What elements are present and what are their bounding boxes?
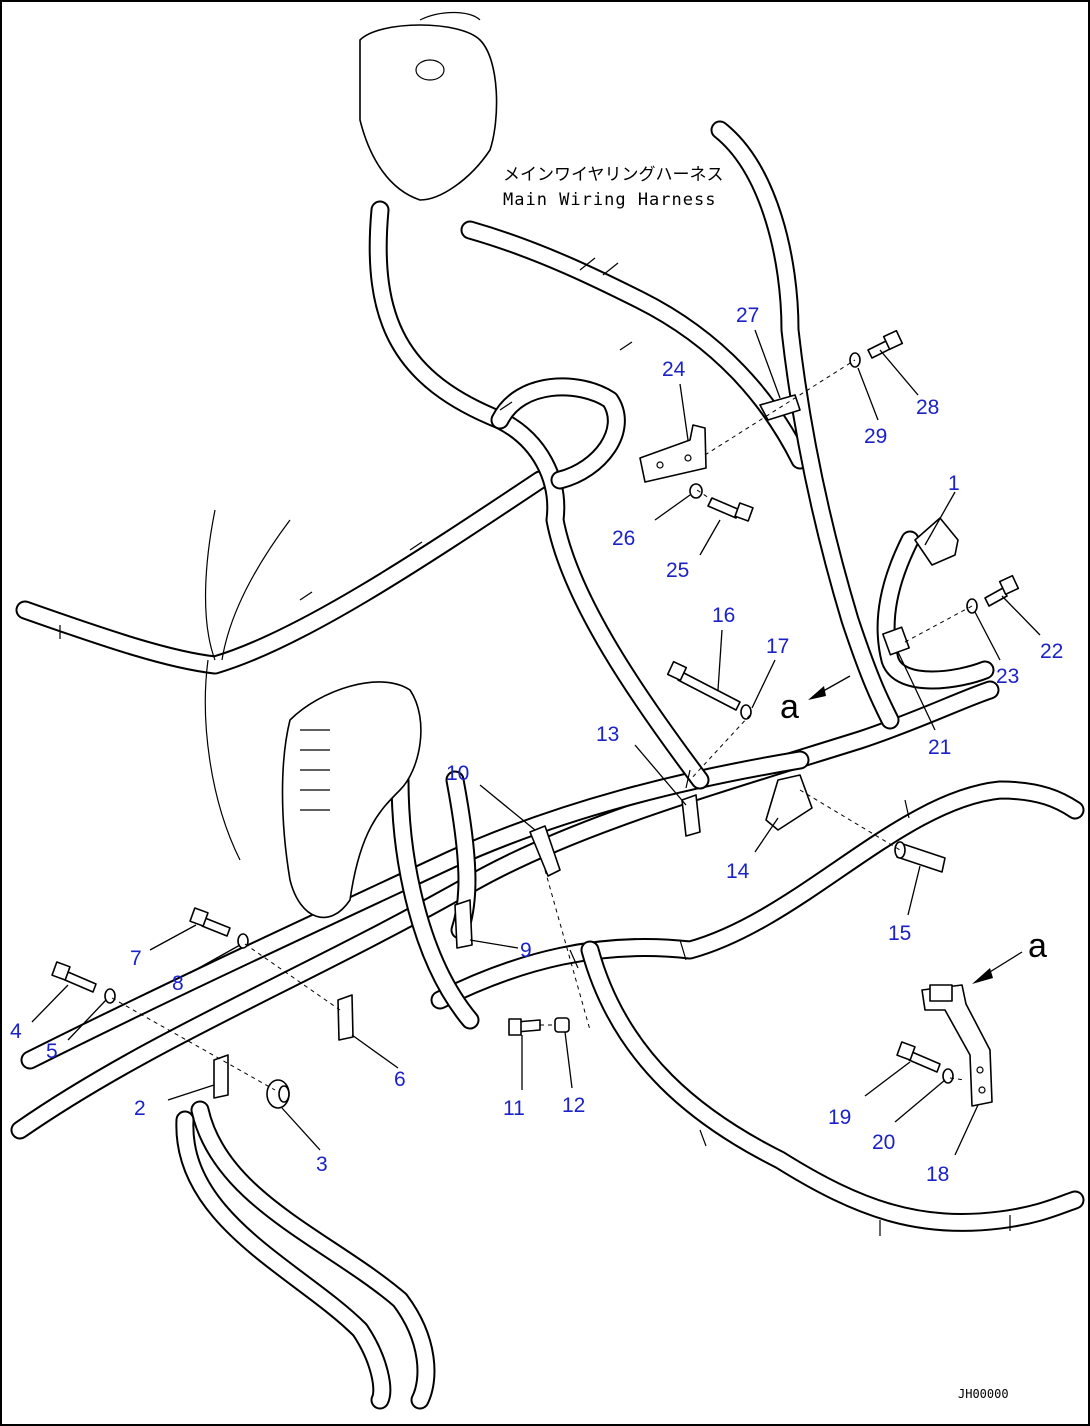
washer-23 — [966, 598, 978, 614]
view-ref-arrows — [808, 675, 1023, 984]
view-ref-a-upper: a — [780, 688, 799, 726]
bolt-19 — [908, 1051, 941, 1073]
clip-2 — [213, 1054, 229, 1099]
clamp-14 — [765, 774, 813, 831]
callout-27: 27 — [736, 304, 759, 327]
callout-8: 8 — [172, 972, 184, 995]
bolt-25 — [707, 497, 741, 519]
callout-18: 18 — [926, 1163, 949, 1186]
view-ref-a-lower: a — [1028, 927, 1047, 965]
parts — [51, 329, 1020, 1109]
callout-26: 26 — [612, 527, 635, 550]
callout-21: 21 — [928, 736, 951, 759]
harness-label: メインワイヤリングハーネス Main Wiring Harness — [503, 165, 724, 210]
bolt-16 — [677, 671, 741, 711]
callout-15: 15 — [888, 922, 911, 945]
bracket-18 — [921, 984, 993, 1107]
callout-23: 23 — [996, 665, 1019, 688]
callout-13: 13 — [596, 723, 619, 746]
leader-lines — [31, 329, 1041, 1156]
bolt-7 — [201, 917, 231, 937]
callout-6: 6 — [394, 1068, 406, 1091]
callout-20: 20 — [872, 1131, 895, 1154]
callouts: 1 2 3 4 5 6 7 8 9 10 11 12 13 14 15 16 1… — [10, 304, 1063, 1186]
nut-12 — [554, 1017, 570, 1033]
washer-26 — [689, 483, 703, 499]
callout-28: 28 — [916, 396, 939, 419]
harness-label-en: Main Wiring Harness — [503, 190, 716, 210]
clip-6 — [337, 994, 354, 1041]
callout-11: 11 — [503, 1097, 525, 1120]
callout-22: 22 — [1040, 640, 1063, 663]
callout-1: 1 — [948, 472, 960, 495]
clip-10 — [529, 825, 561, 877]
callout-10: 10 — [446, 762, 469, 785]
harness-label-jp: メインワイヤリングハーネス — [503, 165, 724, 185]
top-connector — [359, 24, 498, 201]
clip-9 — [454, 899, 473, 949]
drawing-code: JH00000 — [958, 1387, 1009, 1401]
callout-9: 9 — [520, 939, 532, 962]
clamp-1 — [914, 517, 959, 566]
bolt-22 — [984, 587, 1008, 607]
callout-17: 17 — [766, 635, 789, 658]
bolt-4 — [64, 971, 97, 993]
callout-3: 3 — [316, 1153, 328, 1176]
callout-25: 25 — [666, 559, 689, 582]
callout-2: 2 — [134, 1097, 146, 1120]
callout-5: 5 — [46, 1040, 58, 1063]
callout-7: 7 — [130, 947, 142, 970]
bracket-24 — [639, 424, 707, 483]
callout-12: 12 — [562, 1094, 585, 1117]
washer-20 — [942, 1068, 954, 1084]
washer-5 — [104, 988, 116, 1004]
callout-19: 19 — [828, 1106, 851, 1129]
callout-29: 29 — [864, 425, 887, 448]
connector-block — [281, 681, 422, 919]
callout-14: 14 — [726, 860, 750, 883]
washer-17 — [740, 704, 752, 720]
harness-drawing — [10, 11, 1085, 1410]
clip-13 — [681, 794, 701, 837]
clip-21 — [882, 626, 910, 656]
callout-16: 16 — [712, 604, 735, 627]
callout-24: 24 — [662, 358, 686, 381]
callout-4: 4 — [10, 1020, 22, 1043]
assembly-lines — [111, 359, 973, 1091]
